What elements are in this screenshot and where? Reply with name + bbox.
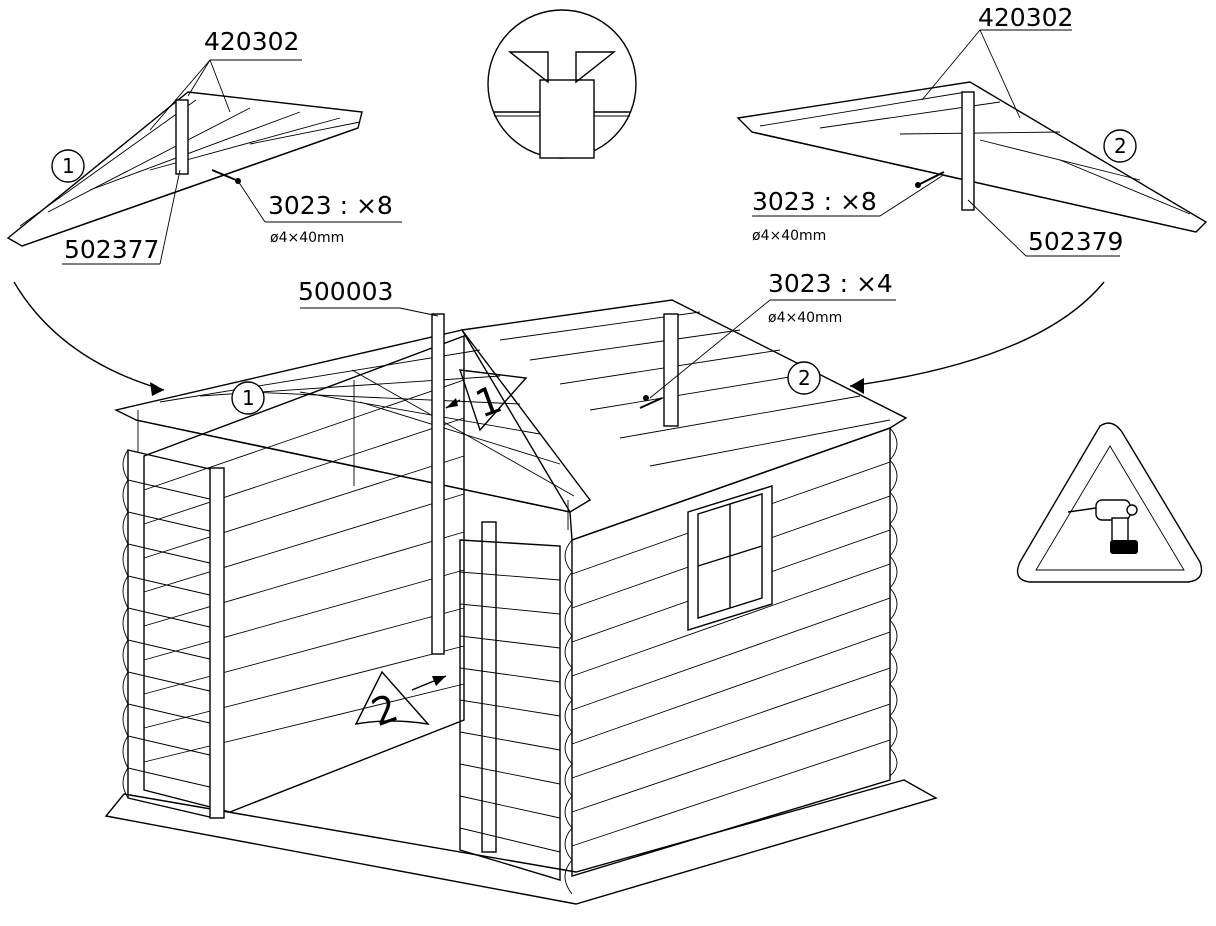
step-flag-1 bbox=[445, 369, 528, 432]
center-screw-size: ø4×40mm bbox=[768, 310, 842, 326]
left-step-callout bbox=[51, 149, 85, 183]
window bbox=[687, 485, 773, 631]
right-step-number: 2 bbox=[1114, 134, 1127, 158]
left-screw-label: 3023 : ×8 bbox=[268, 191, 393, 220]
detail-magnifier bbox=[487, 9, 637, 159]
left-post-502377 bbox=[175, 99, 189, 175]
left-screw-size: ø4×40mm bbox=[270, 230, 344, 246]
right-screw-label: 3023 : ×8 bbox=[752, 187, 877, 216]
step-flag-2 bbox=[354, 670, 447, 725]
right-step-callout bbox=[1103, 129, 1137, 163]
left-post-part-label: 502377 bbox=[64, 235, 159, 264]
center-post-part-label: 500003 bbox=[298, 277, 393, 306]
flag-step-number-2: 2 bbox=[366, 685, 404, 735]
house-step-number-right: 2 bbox=[798, 366, 811, 390]
house-step-callout-right bbox=[787, 361, 821, 395]
drill-icon bbox=[1067, 499, 1138, 554]
house-step-callout-left bbox=[231, 381, 265, 415]
right-post-part-label: 502379 bbox=[1028, 227, 1123, 256]
right-roof-assembly bbox=[736, 29, 1208, 257]
right-screw-size: ø4×40mm bbox=[752, 228, 826, 244]
left-roof-assembly bbox=[6, 59, 402, 265]
curved-arrow-right bbox=[849, 281, 1105, 394]
right-post-502379 bbox=[961, 91, 975, 211]
center-screw-label: 3023 : ×4 bbox=[768, 269, 893, 298]
flag-step-number-1: 1 bbox=[470, 377, 508, 427]
left-panel-part-label: 420302 bbox=[204, 27, 299, 56]
right-screw-icon bbox=[915, 171, 945, 188]
drill-warning-icon bbox=[1016, 422, 1203, 583]
curved-arrow-left bbox=[13, 281, 165, 396]
center-post-right bbox=[663, 313, 679, 427]
log-cabin bbox=[104, 299, 938, 905]
door-post-left bbox=[209, 467, 225, 819]
center-post-500003 bbox=[431, 313, 445, 655]
left-step-number: 1 bbox=[62, 154, 75, 178]
house-step-number-left: 1 bbox=[242, 386, 255, 410]
left-screw-icon bbox=[211, 169, 241, 184]
right-panel-part-label: 420302 bbox=[978, 3, 1073, 32]
